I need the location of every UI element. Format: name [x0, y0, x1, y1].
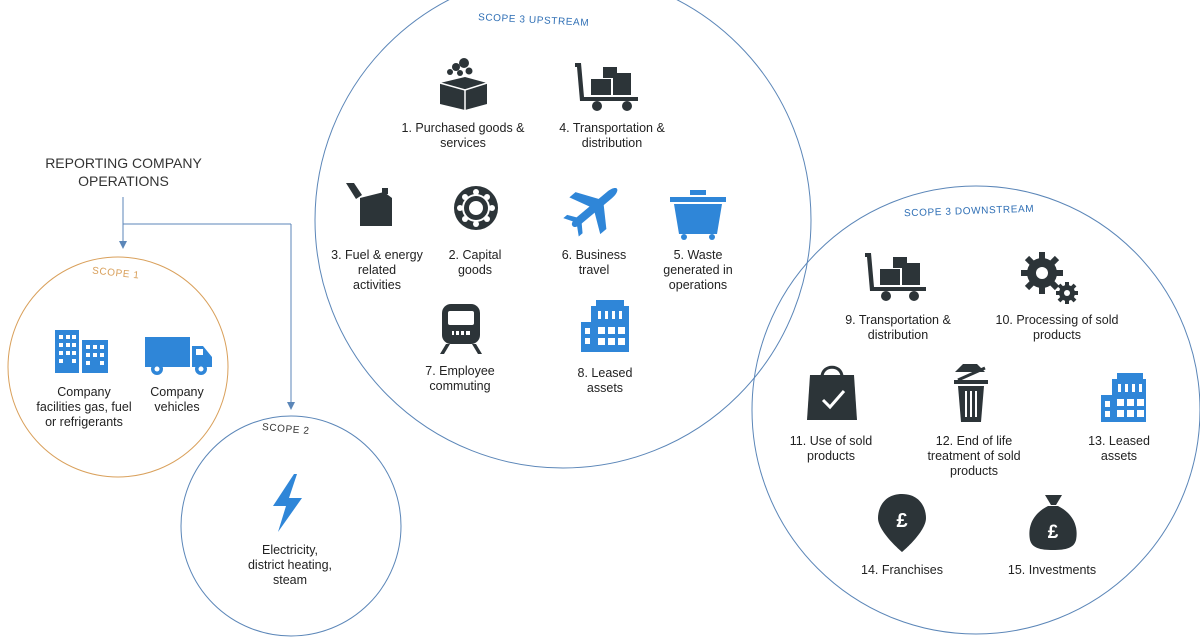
item-employee-commuting: 7. Employee commuting: [425, 364, 495, 393]
fuel-can-icon: [346, 183, 392, 226]
money-bag-pound-icon: £: [1029, 495, 1077, 550]
item-leased-assets-upstream: 8. Leased assets: [577, 366, 633, 395]
reporting-company-title: REPORTING COMPANY OPERATIONS: [45, 155, 202, 189]
scope1-circle: [7, 256, 229, 478]
cart-icon: [575, 63, 638, 111]
item-company-facilities: Company facilities gas, fuel or refriger…: [36, 385, 132, 429]
item-electricity: Electricity, district heating, steam: [247, 543, 333, 587]
cart-icon-downstream: [865, 253, 926, 301]
scope2-circle: [180, 415, 402, 637]
trash-can-icon: [954, 364, 988, 422]
item-purchased-goods: 1. Purchased goods & services: [401, 121, 525, 150]
item-fuel-energy: 3. Fuel & energy related activities: [331, 248, 423, 292]
item-end-of-life: 12. End of life treatment of sold produc…: [927, 434, 1021, 478]
item-transportation-downstream: 9. Transportation & distribution: [845, 313, 951, 342]
item-investments: 15. Investments: [1007, 563, 1097, 577]
item-use-of-sold: 11. Use of sold products: [789, 434, 873, 463]
dumpster-icon: [670, 190, 726, 240]
item-business-travel: 6. Business travel: [561, 248, 627, 277]
office-building-icon-downstream: [1101, 373, 1146, 422]
item-transportation-upstream: 4. Transportation & distribution: [559, 121, 665, 150]
item-processing: 10. Processing of sold products: [995, 313, 1119, 342]
shopping-bag-icon: [807, 365, 857, 420]
location-pin-pound-icon: £: [878, 494, 926, 552]
item-leased-assets-downstream: 13. Leased assets: [1088, 434, 1150, 463]
building-icon: [55, 330, 108, 373]
truck-icon: [145, 337, 212, 375]
office-building-icon: [581, 300, 629, 352]
box-icon: [439, 58, 488, 110]
airplane-icon: [563, 188, 618, 237]
connector-lines: [119, 197, 295, 410]
train-icon: [440, 304, 482, 354]
lightning-icon: [273, 474, 302, 532]
item-waste: 5. Waste generated in operations: [663, 248, 733, 292]
scope3-downstream-circle: [751, 185, 1200, 635]
svg-text:£: £: [1048, 522, 1059, 543]
gears-icon: [1021, 252, 1078, 304]
svg-text:£: £: [896, 510, 907, 532]
item-capital-goods: 2. Capital goods: [448, 248, 502, 277]
scope3-upstream-circle: [314, 0, 812, 469]
item-company-vehicles: Company vehicles: [150, 385, 204, 414]
bearing-icon: [454, 186, 498, 230]
item-franchises: 14. Franchises: [861, 563, 943, 577]
